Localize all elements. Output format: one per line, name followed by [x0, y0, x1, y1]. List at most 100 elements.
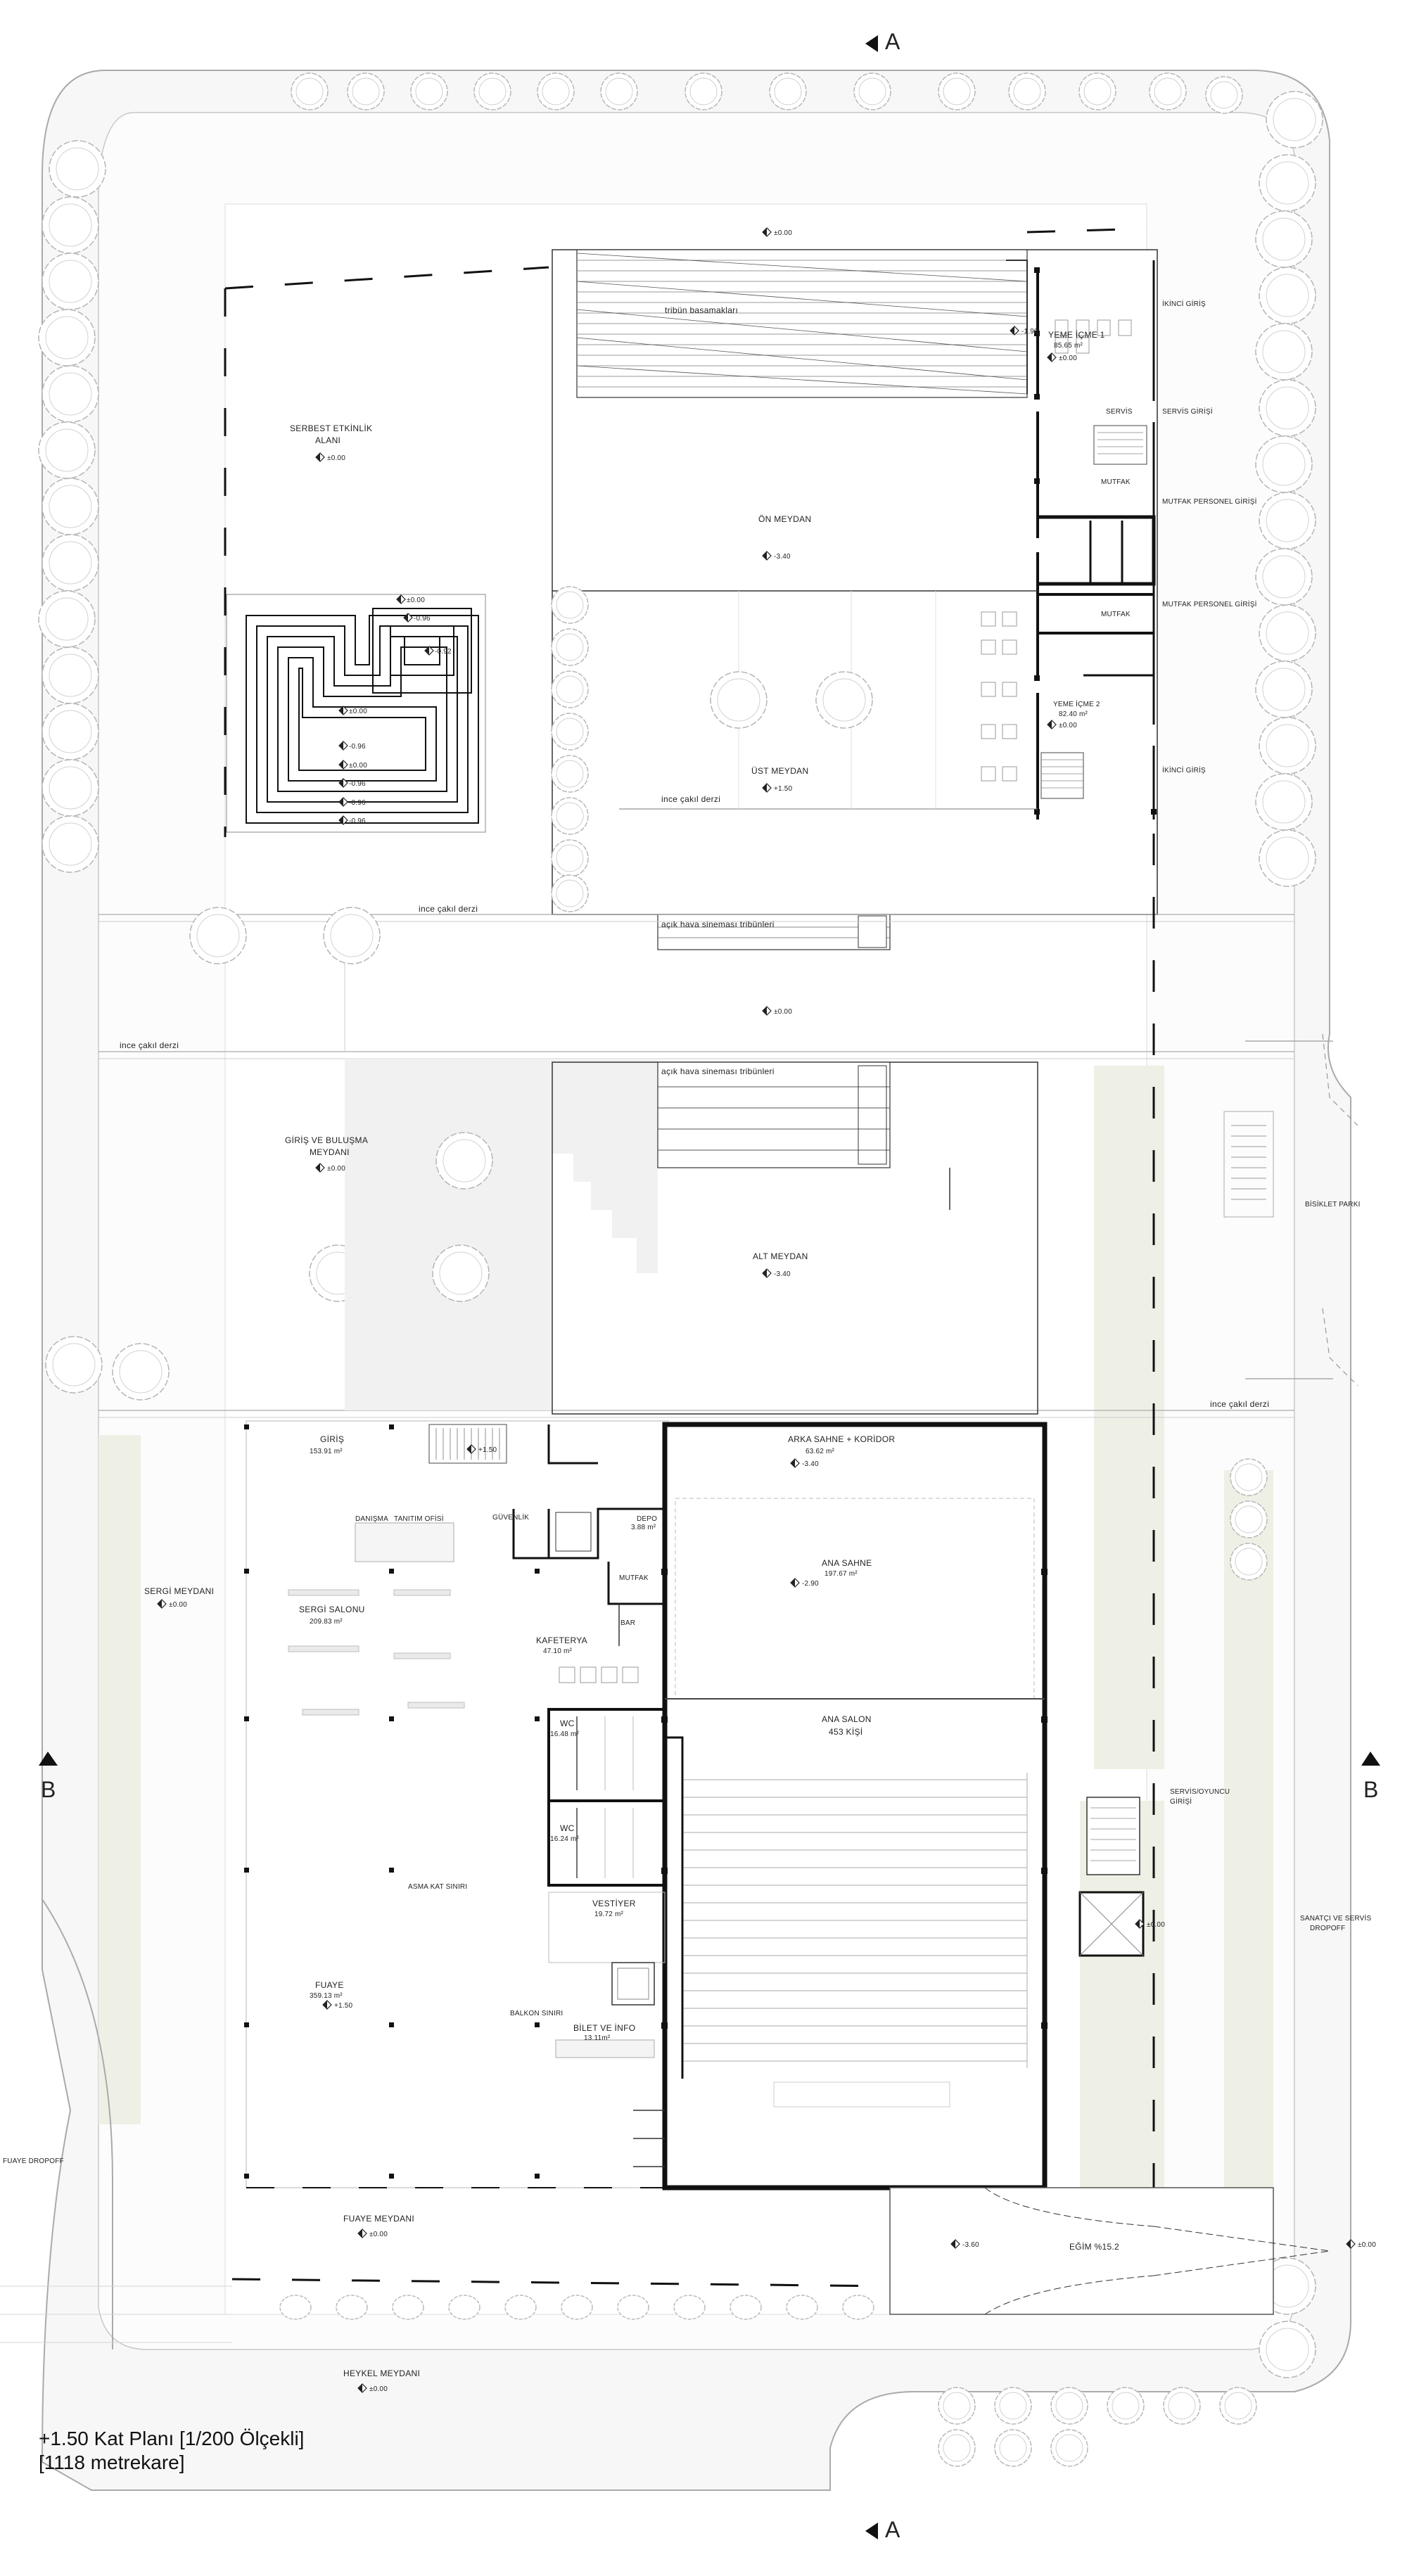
label-servis-girisi: SERVİS GİRİŞİ	[1162, 407, 1213, 416]
label-bilet: BİLET VE İNFO	[573, 2023, 635, 2033]
maze-level-6: ±0.00	[349, 762, 367, 770]
label-servis-oyuncu-1: SERVİS/OYUNCU	[1170, 1787, 1230, 1796]
label-ikinci-giris-2: İKİNCİ GİRİŞ	[1162, 765, 1206, 774]
level-ramp: -3.60	[962, 2241, 979, 2249]
area-yeme1: 85.65 m²	[1054, 342, 1083, 350]
level-arka-sahne: -3.40	[802, 1460, 819, 1468]
section-label-b-left: B	[41, 1777, 56, 1802]
maze-level-8: -0.96	[349, 799, 366, 807]
maze-level-7: -0.96	[349, 780, 366, 788]
label-fuaye-meydani: FUAYE MEYDANI	[343, 2214, 414, 2224]
area-wc-2: 16.24 m²	[550, 1835, 580, 1843]
label-tanitim: TANITIM OFİSİ	[394, 1514, 444, 1523]
label-asma-kat: ASMA KAT SINIRI	[408, 1883, 467, 1891]
label-ikinci-giris-1: İKİNCİ GİRİŞ	[1162, 299, 1206, 308]
label-mutfak-3: MUTFAK	[619, 1574, 649, 1582]
area-fuaye: 359.13 m²	[310, 1992, 343, 2000]
level-yeme2: ±0.00	[1059, 722, 1077, 729]
label-serbest-1: SERBEST ETKİNLİK	[290, 423, 372, 433]
maze-level-1: ±0.00	[407, 597, 425, 604]
area-wc-1: 16.48 m²	[550, 1730, 580, 1738]
label-mutfak-2: MUTFAK	[1101, 611, 1131, 618]
level-fuaye: +1.50	[334, 2002, 353, 2010]
label-mutfak-personel-2: MUTFAK PERSONEL GİRİŞİ	[1162, 599, 1257, 608]
area-ana-sahne: 197.67 m²	[825, 1570, 858, 1578]
level-tribun: -1.90	[1021, 328, 1038, 336]
area-depo: 3.88 m²	[631, 1524, 656, 1531]
area-sergi-salonu: 209.83 m²	[310, 1618, 343, 1626]
label-vestiyer: VESTİYER	[592, 1899, 636, 1908]
area-yeme2: 82.40 m²	[1059, 710, 1088, 718]
service-stair	[1078, 1797, 1145, 1957]
plan-caption: +1.50 Kat Planı [1/200 Ölçekli] [1118 me…	[39, 2427, 304, 2475]
label-kafeterya: KAFETERYA	[536, 1635, 587, 1645]
label-yeme1: YEME İÇME 1	[1048, 330, 1105, 340]
upper-block	[224, 227, 1158, 950]
sunken-maze	[226, 594, 486, 833]
label-sanatci-2: DROPOFF	[1310, 1925, 1345, 1932]
label-guvenlik: GÜVENLİK	[492, 1512, 529, 1522]
label-mutfak-1: MUTFAK	[1101, 478, 1131, 486]
label-arka-sahne: ARKA SAHNE + KORİDOR	[788, 1434, 895, 1444]
label-ust-meydan: ÜST MEYDAN	[751, 766, 808, 776]
area-bilet: 13.11m²	[584, 2034, 611, 2042]
label-cakil-1: ince çakıl derzi	[661, 794, 720, 804]
label-giris: GİRİŞ	[320, 1434, 344, 1444]
level-serbest: ±0.00	[327, 454, 345, 462]
label-sergi-salonu: SERGİ SALONU	[299, 1605, 365, 1614]
label-serbest-2: ALANI	[315, 435, 340, 445]
level-giris-bulusma: ±0.00	[327, 1165, 345, 1173]
label-cakil-2: ince çakıl derzi	[419, 904, 478, 914]
maze-level-9: -0.96	[349, 817, 366, 825]
label-yeme2: YEME İÇME 2	[1053, 699, 1100, 708]
section-label-b-right: B	[1363, 1777, 1378, 1802]
plan-area: [1118 metrekare]	[39, 2451, 185, 2473]
plan-title: +1.50 Kat Planı [1/200 Ölçekli]	[39, 2428, 305, 2449]
label-egim: EĞİM %15.2	[1069, 2241, 1119, 2252]
tribune-stairs	[576, 249, 1028, 398]
lower-plaza-block	[552, 1061, 1274, 1581]
label-cakil-4: ince çakıl derzi	[1210, 1399, 1269, 1409]
area-vestiyer: 19.72 m²	[594, 1911, 624, 1918]
label-servis-oyuncu-2: GİRİŞİ	[1170, 1797, 1192, 1806]
ramp	[889, 2187, 1330, 2315]
label-danisma: DANIŞMA	[355, 1515, 388, 1523]
label-bisiklet: BİSİKLET PARKI	[1305, 1199, 1361, 1209]
label-mutfak-personel-1: MUTFAK PERSONEL GİRİŞİ	[1162, 497, 1257, 506]
main-building	[244, 1420, 1048, 2191]
label-ana-sahne: ANA SAHNE	[822, 1558, 872, 1568]
label-acik-hava-1: açık hava sineması tribünleri	[661, 919, 775, 929]
foyer-plaza-line	[231, 2278, 891, 2288]
label-giris-bulusma-1: GİRİŞ VE BULUŞMA	[285, 1135, 368, 1145]
label-wc-2: WC	[560, 1823, 575, 1833]
level-on-meydan: -3.40	[774, 553, 791, 561]
section-marks	[39, 35, 1380, 2539]
area-kafeterya: 47.10 m²	[543, 1647, 573, 1655]
level-fuaye-meydani: ±0.00	[369, 2231, 388, 2238]
maze-level-3: -0.92	[435, 648, 452, 656]
label-ana-salon-kisi: 453 KİŞİ	[829, 1727, 862, 1737]
label-depo: DEPO	[637, 1515, 657, 1523]
level-servis: ±0.00	[1147, 1921, 1165, 1929]
label-giris-bulusma-2: MEYDANI	[310, 1147, 350, 1157]
level-ramp-end: ±0.00	[1358, 2241, 1376, 2249]
maze-level-4: ±0.00	[349, 708, 367, 715]
level-ana-sahne: -2.90	[802, 1580, 819, 1588]
level-stair: +1.50	[478, 1446, 497, 1454]
label-ana-salon: ANA SALON	[822, 1714, 872, 1724]
label-on-meydan: ÖN MEYDAN	[758, 514, 811, 524]
label-fuaye-dropoff: FUAYE DROPOFF	[3, 2157, 64, 2165]
maze-level-5: -0.96	[349, 743, 366, 751]
area-arka-sahne: 63.62 m²	[806, 1448, 835, 1455]
gravel-strips	[98, 914, 1294, 1418]
plaza-trees	[112, 907, 658, 1410]
section-label-a-top: A	[885, 29, 900, 54]
label-bar: BAR	[620, 1619, 635, 1627]
maze-level-2: -0.96	[414, 615, 431, 623]
label-acik-hava-2: açık hava sineması tribünleri	[661, 1066, 775, 1076]
level-yeme1: ±0.00	[1059, 355, 1077, 362]
level-center: ±0.00	[774, 1008, 792, 1016]
label-cakil-3: ince çakıl derzi	[120, 1040, 179, 1050]
level-top: ±0.00	[774, 229, 792, 237]
label-servis: SERVİS	[1106, 407, 1133, 416]
